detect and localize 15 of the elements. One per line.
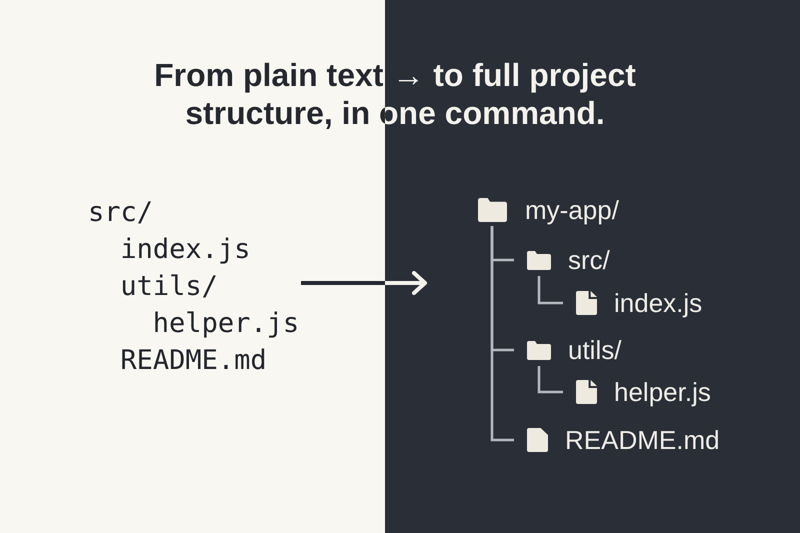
arrow xyxy=(301,271,427,295)
file-name: README.md xyxy=(565,424,720,456)
plain-text-line: index.js xyxy=(120,234,250,266)
plain-text-line: helper.js xyxy=(152,308,300,340)
plain-text-line: src/ xyxy=(88,197,154,229)
tree-connector-line xyxy=(490,226,514,442)
tree-connector-line xyxy=(538,366,563,394)
folder-name: utils/ xyxy=(568,334,622,366)
file-name: helper.js xyxy=(614,376,711,408)
folder-name: my-app/ xyxy=(525,194,619,226)
tree-connector-line xyxy=(538,276,563,304)
plain-text-line: utils/ xyxy=(120,271,218,303)
folder-name: src/ xyxy=(568,244,610,276)
file-name: index.js xyxy=(614,288,702,318)
plain-text-line: README.md xyxy=(120,345,267,377)
